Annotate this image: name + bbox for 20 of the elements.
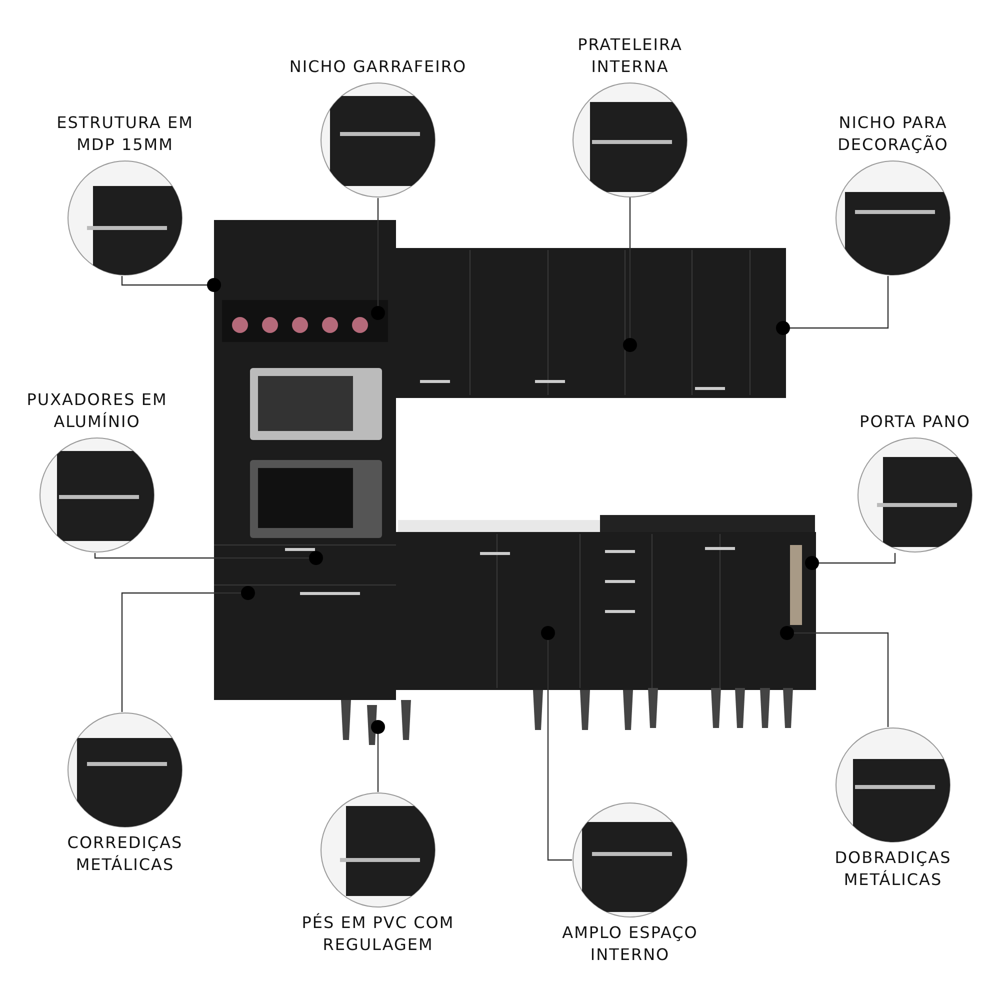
callout-label: NICHO GARRAFEIRO <box>289 56 467 78</box>
callout-label: PÉS EM PVC COM REGULAGEM <box>300 912 456 956</box>
leader-line <box>121 276 221 292</box>
leader-line <box>780 626 889 727</box>
callout-label: ESTRUTURA EM MDP 15MM <box>56 112 194 156</box>
callout-label: PORTA PANO <box>860 411 970 433</box>
callout-label: PRATELEIRA INTERNA <box>576 34 684 78</box>
leader-line <box>805 553 896 570</box>
callout-label: AMPLO ESPAÇO INTERNO <box>561 922 699 966</box>
leader-line <box>623 195 637 352</box>
leader-line <box>371 720 385 792</box>
leader-line <box>776 276 889 335</box>
callout-label: DOBRADIÇAS METÁLICAS <box>834 847 952 891</box>
leader-line <box>94 551 323 565</box>
callout-label: PUXADORES EM ALUMÍNIO <box>26 389 168 433</box>
leader-line <box>371 198 385 320</box>
leader-line <box>121 586 255 712</box>
callout-label: NICHO PARA DECORAÇÃO <box>836 112 950 156</box>
leader-line <box>541 626 572 861</box>
callout-label: CORREDIÇAS METÁLICAS <box>66 832 184 876</box>
